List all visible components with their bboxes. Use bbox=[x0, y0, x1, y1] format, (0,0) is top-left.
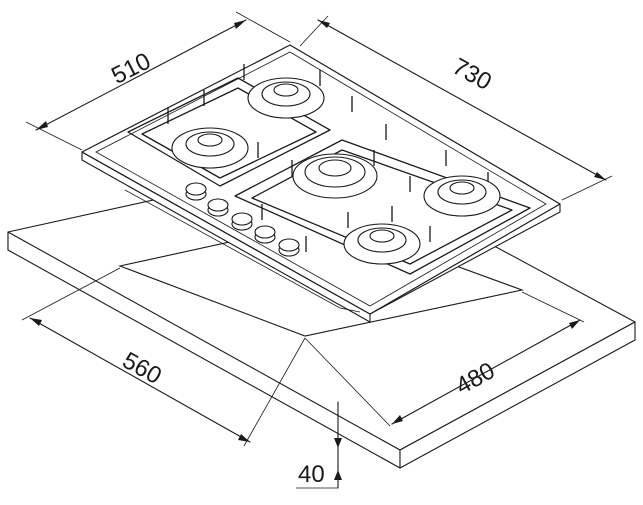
dimension-label-hob-depth: 510 bbox=[107, 48, 155, 90]
worktop-side-face bbox=[399, 321, 636, 469]
control-knobs bbox=[185, 182, 300, 257]
dimension-label-worktop-thickness: 40 bbox=[298, 461, 325, 488]
burner-cap-inner bbox=[369, 229, 395, 243]
knob-2 bbox=[207, 198, 229, 217]
burner-rear-center bbox=[247, 77, 325, 119]
grate-left bbox=[127, 77, 331, 187]
dimension-line bbox=[391, 319, 581, 425]
dimension-40: 40 bbox=[296, 401, 342, 489]
dimension-label-cutout-width: 560 bbox=[118, 347, 166, 390]
dimension-label-hob-width: 730 bbox=[448, 53, 496, 96]
burner-rear-left bbox=[171, 127, 249, 169]
burner-cap-inner bbox=[318, 159, 352, 177]
burner-front-center bbox=[343, 223, 421, 265]
burner-cap-inner bbox=[197, 133, 223, 147]
dimension-line bbox=[29, 317, 251, 443]
dimension-line bbox=[317, 19, 607, 181]
dimension-line bbox=[35, 19, 247, 131]
burner-center-wok bbox=[292, 153, 378, 199]
knob-4 bbox=[254, 225, 276, 244]
hob-underside-casing bbox=[124, 189, 361, 313]
burner-cap-inner bbox=[273, 83, 299, 97]
knob-1 bbox=[185, 182, 207, 201]
hob-glass-inner-edge bbox=[95, 51, 547, 307]
knob-5 bbox=[278, 238, 300, 257]
burner-cap-inner bbox=[449, 181, 475, 195]
knob-3 bbox=[231, 212, 253, 231]
hob bbox=[81, 44, 561, 323]
burner-front-right bbox=[423, 175, 501, 217]
